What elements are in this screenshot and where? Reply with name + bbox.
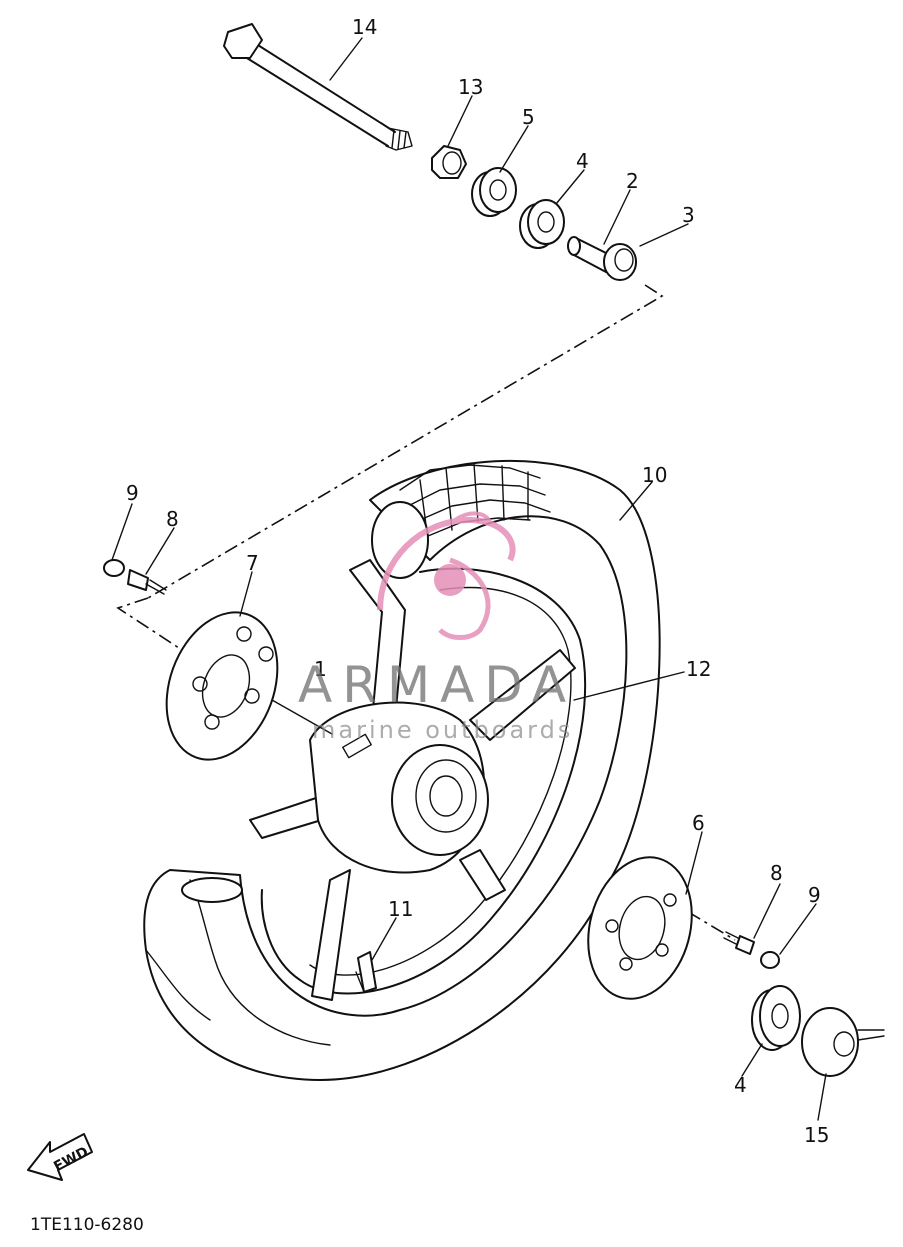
callout-3: 3	[682, 203, 695, 227]
callout-9-right: 9	[808, 883, 821, 907]
callout-6: 6	[692, 811, 705, 835]
watermark-subtitle: marine outboards	[312, 716, 573, 744]
callout-1: 1	[314, 657, 327, 681]
cast-wheel	[249, 559, 587, 1001]
watermark: ARMADA marine outboards	[298, 511, 576, 744]
part-code: 1TE110-6280	[30, 1215, 144, 1235]
flange-collar	[603, 243, 637, 281]
bearing-4-upper	[519, 199, 565, 249]
callout-8-right: 8	[770, 861, 783, 885]
callout-4-upper: 4	[576, 149, 589, 173]
forward-arrow-icon: FWD	[27, 1133, 93, 1181]
callout-7: 7	[246, 551, 259, 575]
callout-labels: 14 13 5 4 2 3 10 9 8 7 1 12 11 6 8 9 4 1…	[126, 15, 829, 1147]
callout-12: 12	[686, 657, 711, 681]
callout-15: 15	[804, 1123, 829, 1147]
meter-gear-unit	[801, 1007, 885, 1077]
callout-10: 10	[642, 463, 667, 487]
callout-14: 14	[352, 15, 377, 39]
brake-disc-right	[587, 856, 693, 1000]
nut-left	[103, 559, 125, 577]
tire	[143, 459, 661, 1081]
watermark-title: ARMADA	[298, 656, 576, 714]
callout-2: 2	[626, 169, 639, 193]
bearing-4-lower	[751, 985, 801, 1051]
bolt-right	[723, 931, 755, 955]
spacer	[567, 236, 613, 273]
nut-right	[760, 951, 780, 969]
bearing-5	[471, 167, 517, 217]
callout-4-lower: 4	[734, 1073, 747, 1097]
callout-5: 5	[522, 105, 535, 129]
armada-logo-icon	[377, 511, 516, 640]
bolt-left	[127, 569, 167, 595]
brake-disc-left	[165, 611, 279, 761]
callout-8-left: 8	[166, 507, 179, 531]
callout-13: 13	[458, 75, 483, 99]
front-axle	[223, 23, 413, 151]
callout-9-left: 9	[126, 481, 139, 505]
callout-11: 11	[388, 897, 413, 921]
collar	[431, 145, 467, 179]
leader-lines	[111, 37, 827, 1121]
